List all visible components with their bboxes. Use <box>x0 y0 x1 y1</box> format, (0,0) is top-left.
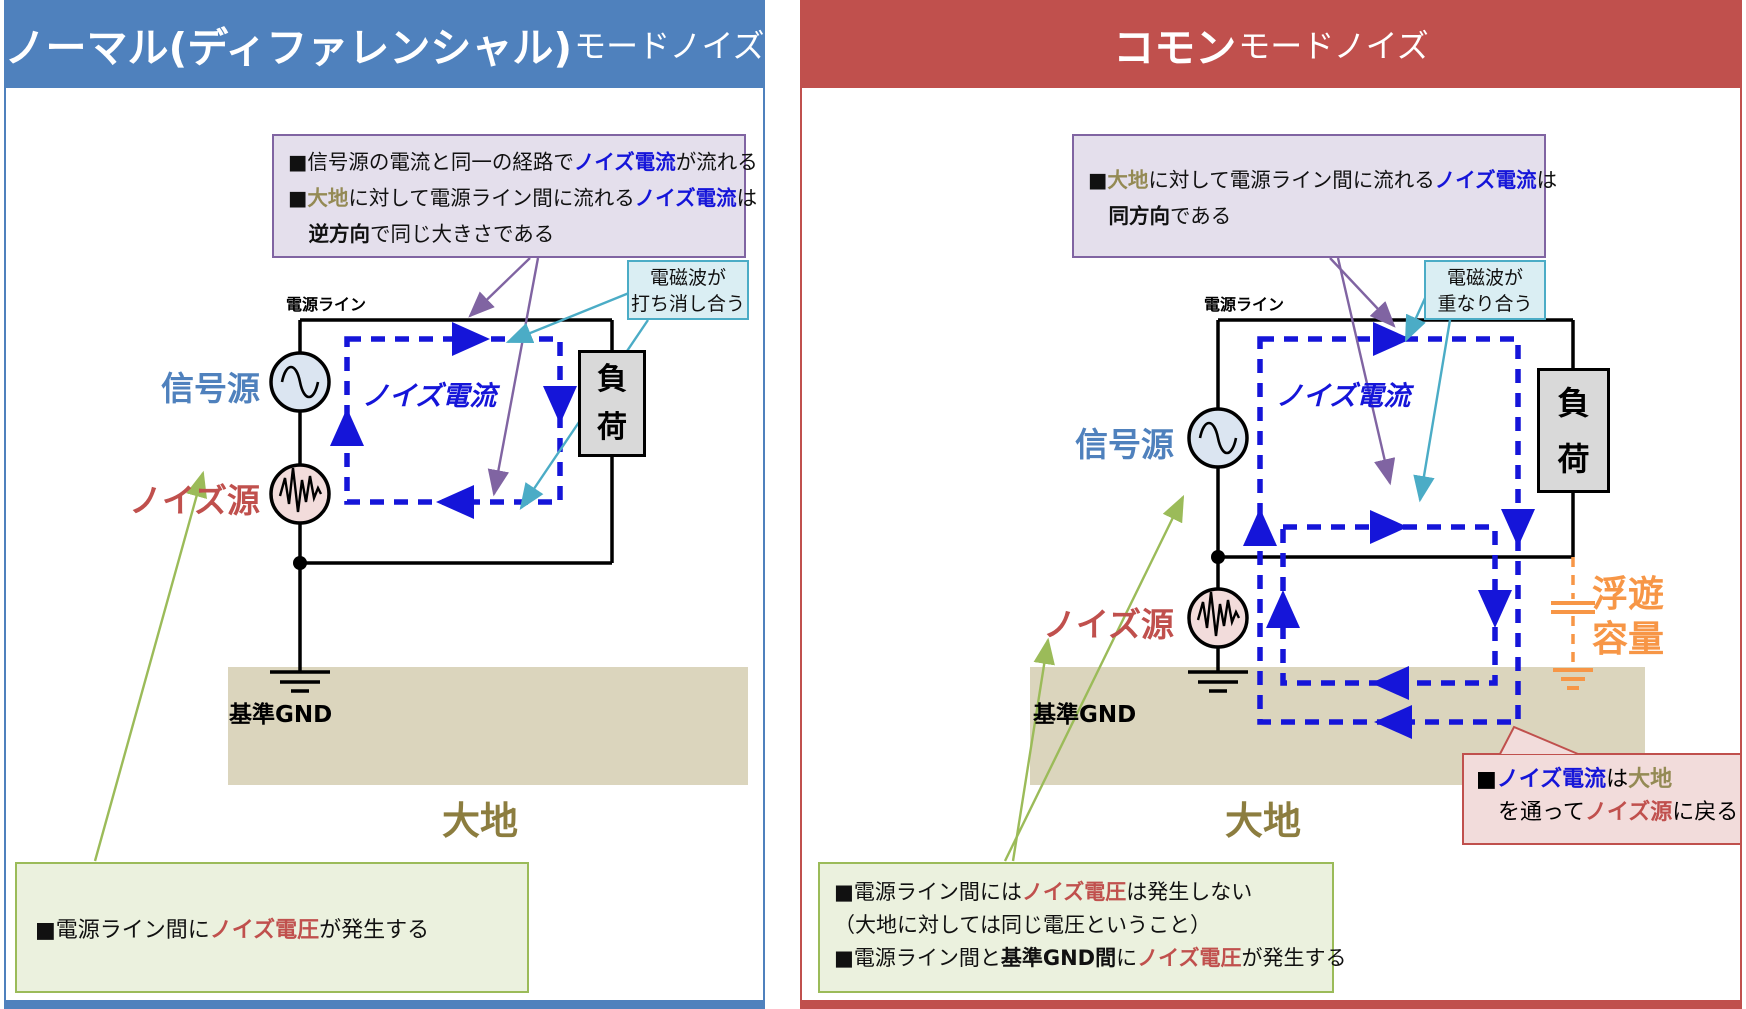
signal-source-label: 信号源 <box>1075 425 1174 464</box>
note-box-left: ■信号源の電流と同一の経路でノイズ電流が流れる ■大地に対して電源ライン間に流れ… <box>272 134 758 258</box>
noise-source-label: ノイズ源 <box>1042 605 1174 644</box>
note-line: ■大地に対して電源ライン間に流れるノイズ電流は <box>1088 168 1558 192</box>
stray-capacitance-label: 浮遊 容量 <box>1592 572 1664 662</box>
reference-gnd-label: 基準GND <box>229 702 333 728</box>
normal-mode-title: ノーマル(ディファレンシャル) <box>4 24 573 72</box>
return-path-callout: ■ノイズ電流は大地 を通ってノイズ源に戻る <box>1462 753 1742 845</box>
emc-callout-text: 電磁波が <box>649 267 726 289</box>
noise-current-label: ノイズ電流 <box>1276 381 1411 412</box>
emc-callout-left: 電磁波が 打ち消し合う <box>627 260 749 320</box>
note-line: ■信号源の電流と同一の経路でノイズ電流が流れる <box>288 150 758 174</box>
note-line: 逆方向で同じ大きさである <box>308 222 555 246</box>
common-mode-title: コモン <box>1113 24 1237 72</box>
normal-mode-subtitle: モードノイズ <box>574 27 765 65</box>
return-path-line: を通ってノイズ源に戻る <box>1476 800 1739 825</box>
conclusion-line: ■電源ライン間にはノイズ電圧は発生しない <box>834 880 1253 904</box>
load-label: 負荷 <box>1557 384 1590 478</box>
reference-gnd-label: 基準GND <box>1033 702 1137 728</box>
common-mode-header: コモンモードノイズ <box>800 0 1742 88</box>
load-label: 負荷 <box>597 362 627 445</box>
stray-capacitance-line: 浮遊 <box>1592 574 1665 615</box>
conclusion-box-right: ■電源ライン間にはノイズ電圧は発生しない （大地に対しては同じ電圧ということ） … <box>818 862 1347 993</box>
earth-label: 大地 <box>1224 799 1301 843</box>
conclusion-line: （大地に対しては同じ電圧ということ） <box>834 913 1211 937</box>
signal-source-label: 信号源 <box>161 369 260 408</box>
emc-callout-text: 電磁波が <box>1446 267 1523 289</box>
note-box-right: ■大地に対して電源ライン間に流れるノイズ電流は 同方向である <box>1072 134 1558 258</box>
common-mode-subtitle: モードノイズ <box>1238 27 1429 65</box>
noise-source-label: ノイズ源 <box>128 481 260 520</box>
stray-capacitance-line: 容量 <box>1592 619 1665 660</box>
load-box-left: 負荷 <box>578 350 646 457</box>
emc-callout-text: 打ち消し合う <box>630 293 745 315</box>
noise-current-label: ノイズ電流 <box>362 381 497 412</box>
earth-label: 大地 <box>441 799 518 843</box>
return-path-line: ■ノイズ電流は大地 <box>1476 767 1673 792</box>
load-box-right: 負荷 <box>1537 368 1610 493</box>
conclusion-line: ■電源ライン間にノイズ電圧が発生する <box>35 917 430 943</box>
emc-callout-right: 電磁波が 重なり合う <box>1424 260 1546 320</box>
normal-mode-header: ノーマル(ディファレンシャル)モードノイズ <box>4 0 765 88</box>
note-line: 同方向である <box>1108 204 1232 228</box>
emc-callout-text: 重なり合う <box>1437 293 1533 315</box>
note-line: ■大地に対して電源ライン間に流れるノイズ電流は <box>288 186 758 210</box>
conclusion-box-left: ■電源ライン間にノイズ電圧が発生する <box>15 862 529 993</box>
power-line-label: 電源ライン <box>286 295 367 314</box>
power-line-label: 電源ライン <box>1204 295 1285 314</box>
conclusion-line: ■電源ライン間と基準GND間にノイズ電圧が発生する <box>834 946 1347 970</box>
